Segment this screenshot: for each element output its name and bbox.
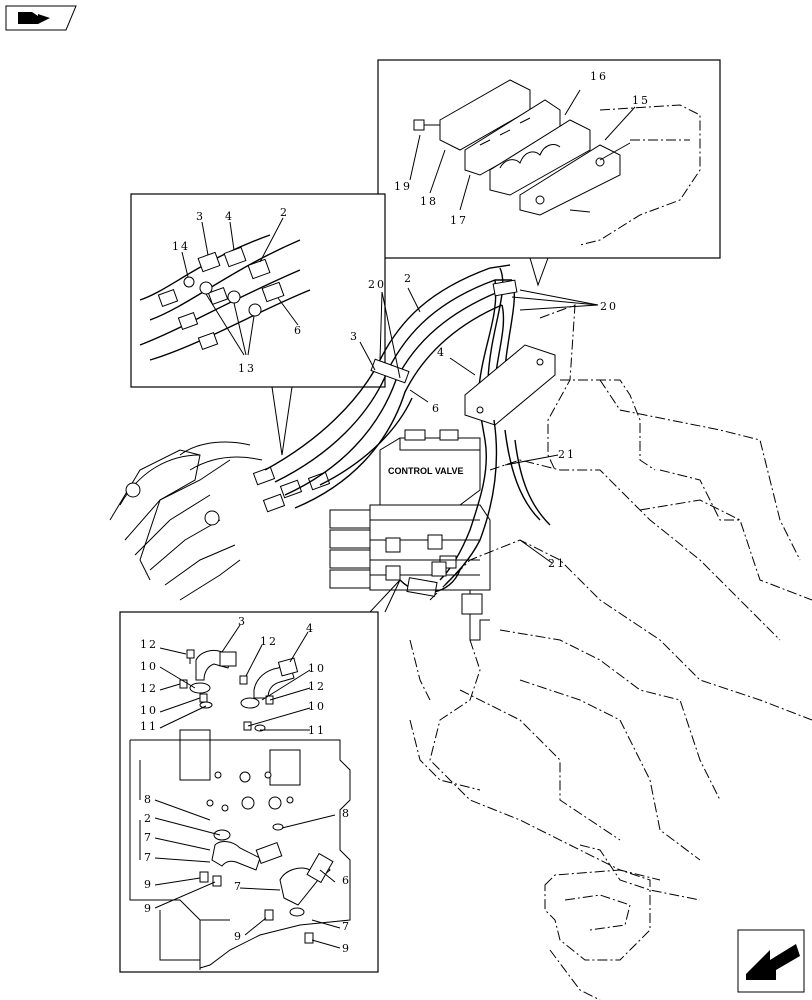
callout-10-a: 10 <box>140 660 158 673</box>
callout-6-bottom: 6 <box>342 874 351 887</box>
callout-18: 18 <box>420 195 438 208</box>
callout-2-bottom: 2 <box>144 812 153 825</box>
next-page-arrow-icon[interactable] <box>737 929 805 993</box>
callout-12-c: 12 <box>140 682 158 695</box>
callout-12-a: 12 <box>140 638 158 651</box>
callout-21-lower: 21 <box>548 557 566 570</box>
callout-20-right: 20 <box>600 300 618 313</box>
callout-9-a: 9 <box>144 878 153 891</box>
callout-4: 4 <box>225 210 234 223</box>
callout-19: 19 <box>394 180 412 193</box>
callout-7-b: 7 <box>144 851 153 864</box>
fittings-detail-inset <box>130 193 386 456</box>
valve-ports-inset <box>119 579 401 973</box>
callout-17: 17 <box>450 214 468 227</box>
callout-2: 2 <box>280 206 289 219</box>
bolt-19 <box>413 119 440 131</box>
callout-9-c: 9 <box>234 930 243 943</box>
callout-9-b: 9 <box>144 902 153 915</box>
callout-4-main: 4 <box>437 346 446 359</box>
callout-16: 16 <box>590 70 608 83</box>
fitting-4 <box>223 246 247 268</box>
callout-3-bottom: 3 <box>238 615 247 628</box>
callout-3: 3 <box>196 210 205 223</box>
main-hose-assembly <box>109 264 599 641</box>
callout-10-c: 10 <box>140 704 158 717</box>
callout-13: 13 <box>238 362 256 375</box>
callout-20: 20 <box>368 278 386 291</box>
callout-3-main: 3 <box>350 330 359 343</box>
clamp-bracket-inset <box>377 59 721 287</box>
bolt-12 <box>186 649 195 664</box>
callout-10-d: 10 <box>308 700 326 713</box>
callout-11-a: 11 <box>140 720 158 733</box>
fitting-6 <box>261 281 285 303</box>
control-valve-label: CONTROL VALVE <box>388 466 464 476</box>
callout-14: 14 <box>172 240 190 253</box>
callout-12-b: 12 <box>260 635 278 648</box>
callout-6: 6 <box>294 324 303 337</box>
callout-10-b: 10 <box>308 662 326 675</box>
callout-21: 21 <box>558 448 576 461</box>
book-arrow-icon[interactable] <box>5 5 77 31</box>
callout-15: 15 <box>632 94 650 107</box>
callout-7-a: 7 <box>144 831 153 844</box>
callout-8-a: 8 <box>144 793 153 806</box>
callout-9-d: 9 <box>342 942 351 955</box>
callout-2-main: 2 <box>404 272 413 285</box>
callout-7-d: 7 <box>342 920 351 933</box>
callout-6-main: 6 <box>432 402 441 415</box>
callout-4-bottom: 4 <box>306 622 315 635</box>
control-valve <box>329 429 491 641</box>
callout-11-b: 11 <box>308 724 326 737</box>
fitting-2 <box>247 258 271 280</box>
callout-8-b: 8 <box>342 807 351 820</box>
callout-12-d: 12 <box>308 680 326 693</box>
callout-7-c: 7 <box>234 880 243 893</box>
fitting-3 <box>197 251 221 273</box>
